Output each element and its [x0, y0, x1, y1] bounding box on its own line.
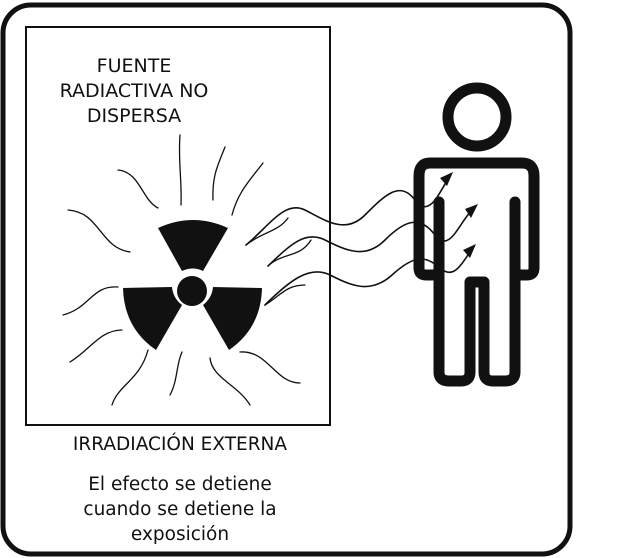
radiation-rays: [62, 134, 312, 406]
effect-line: exposición: [130, 524, 230, 545]
ray: [111, 349, 149, 406]
arrowhead-upper: [440, 172, 453, 186]
trefoil-blade-top: [158, 220, 228, 271]
ray: [69, 329, 123, 363]
ray: [169, 351, 183, 396]
figure-head: [442, 82, 512, 152]
human-figure-icon: [413, 82, 540, 387]
effect-description: El efecto se detiene cuando se detiene l…: [50, 472, 310, 547]
irradiation-title: IRRADIACIÓN EXTERNA: [72, 434, 288, 455]
ray: [209, 357, 251, 406]
ray: [239, 351, 301, 384]
ray: [67, 209, 131, 253]
ray: [212, 146, 226, 201]
trefoil-blade-right: [203, 287, 262, 350]
trefoil-center: [177, 276, 207, 306]
ray: [264, 284, 306, 306]
radiation-beams: [245, 175, 475, 306]
ray: [178, 134, 182, 206]
effect-line: El efecto se detiene: [88, 474, 272, 495]
source-label: FUENTE RADIACTIVA NO DISPERSA: [34, 54, 234, 129]
beam-arrowheads: [440, 172, 478, 258]
trefoil-blade-left: [123, 287, 182, 350]
radiation-trefoil-icon: [123, 220, 262, 350]
source-label-line: FUENTE: [96, 55, 172, 77]
ray: [117, 169, 159, 209]
arrowhead-middle: [465, 204, 478, 218]
source-label-line: RADIACTIVA NO: [59, 80, 209, 102]
ray: [231, 162, 264, 216]
beam-lower: [264, 247, 474, 306]
ray: [62, 286, 119, 316]
source-label-line: DISPERSA: [86, 105, 182, 127]
beam-middle: [267, 207, 475, 267]
arrowhead-lower: [463, 244, 476, 258]
beam-upper: [245, 175, 451, 246]
figure-body: [413, 157, 540, 387]
effect-line: cuando se detiene la: [83, 499, 277, 520]
